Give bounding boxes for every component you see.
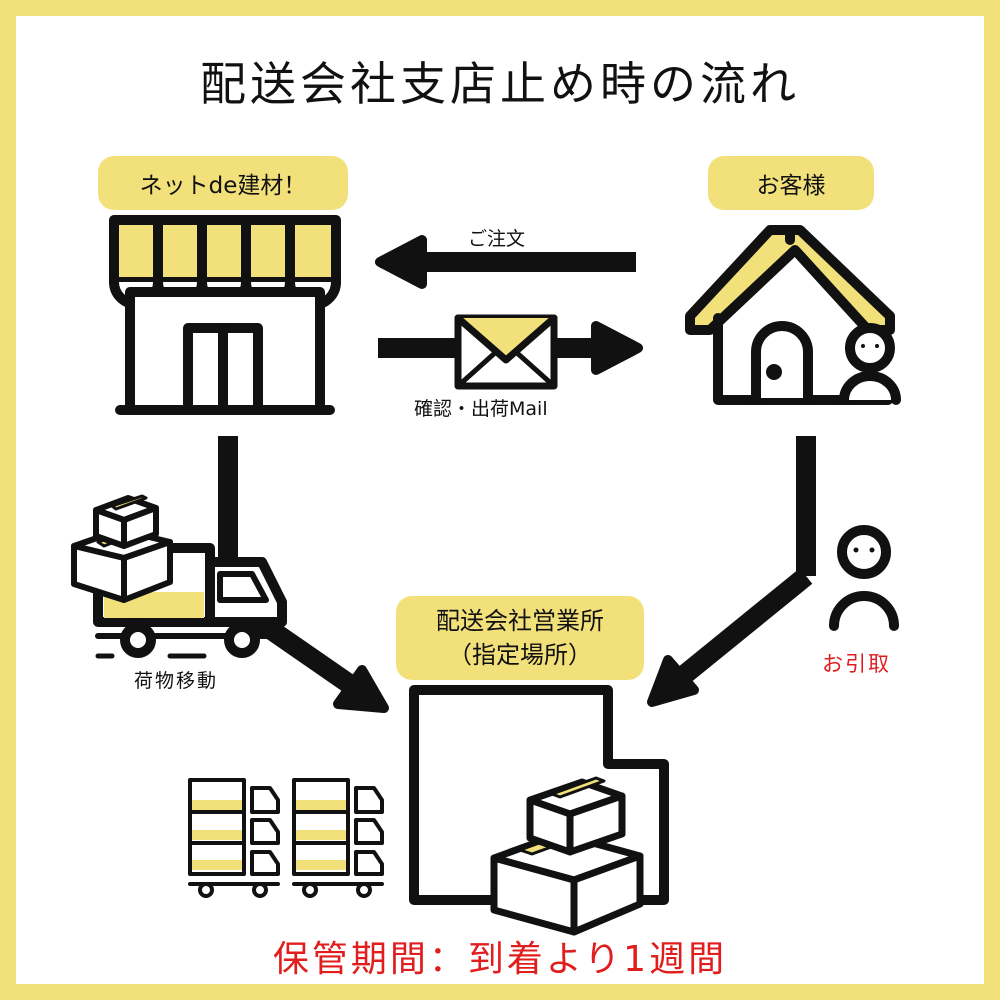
pickup-label: お引取 — [822, 652, 891, 676]
order-arrow — [375, 235, 636, 289]
move-label: 荷物移動 — [134, 670, 219, 692]
office-label-line2: （指定場所） — [448, 641, 592, 669]
trucks-fleet-icon — [188, 778, 384, 898]
office-label-line1: 配送会社営業所 — [436, 607, 604, 635]
boxes-icon — [71, 494, 173, 603]
pickup-person-icon — [829, 525, 899, 631]
shop-icon — [109, 215, 341, 415]
customer-to-office-arrow — [647, 436, 816, 707]
order-label: ご注文 — [468, 228, 526, 250]
page-title: 配送会社支店止め時の流れ — [200, 57, 800, 111]
storage-period: 保管期間：到着より1週間 — [272, 939, 728, 980]
mail-label: 確認・出荷Mail — [414, 398, 548, 420]
customer-label: お客様 — [756, 173, 826, 199]
envelope-icon — [454, 314, 558, 390]
warehouse-boxes-icon — [490, 776, 644, 936]
house-icon — [685, 225, 895, 405]
office-label-pill: 配送会社営業所 （指定場所） — [396, 596, 644, 680]
person-icon — [839, 323, 901, 405]
shop-label-pill: ネットde建材！ — [98, 156, 348, 210]
customer-label-pill: お客様 — [708, 156, 874, 210]
shop-label: ネットde建材！ — [139, 173, 307, 199]
